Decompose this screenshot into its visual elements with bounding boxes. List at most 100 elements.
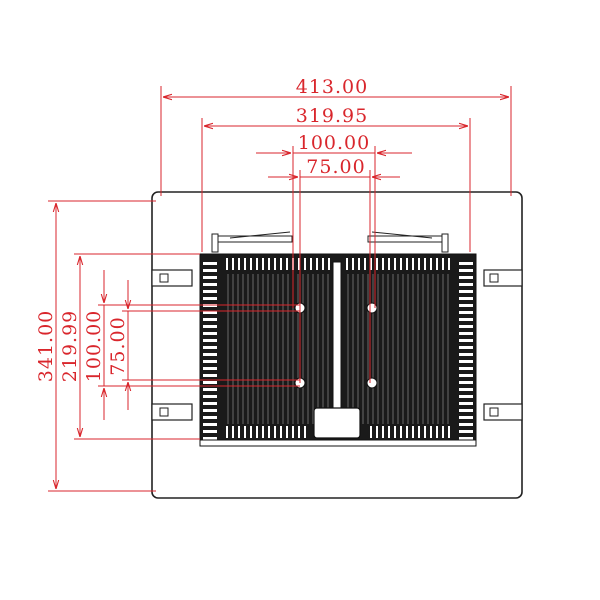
top-fin (382, 258, 384, 270)
side-fin (203, 290, 217, 293)
bottom-fin (232, 426, 234, 438)
bottom-fin (250, 426, 252, 438)
side-fin (459, 276, 473, 279)
top-fin (322, 258, 324, 270)
bottom-fin (286, 426, 288, 438)
top-fin (250, 258, 252, 270)
side-fin (459, 360, 473, 363)
bottom-fins (226, 426, 450, 438)
bottom-fin (436, 426, 438, 438)
side-fin (203, 297, 217, 300)
top-fin (316, 258, 318, 270)
bottom-fin (424, 426, 426, 438)
side-fin (459, 416, 473, 419)
dim-width-bracket: 319.95 (201, 105, 471, 252)
top-fin (352, 258, 354, 270)
side-fin (203, 437, 217, 440)
bottom-fin (382, 426, 384, 438)
dim-height-vesa-100: 100.00 (83, 270, 300, 420)
top-fin (364, 258, 366, 270)
bottom-fin (442, 426, 444, 438)
top-fin (388, 258, 390, 270)
side-fin (459, 269, 473, 272)
dim-height-vesa-75: 75.00 (107, 280, 300, 410)
bottom-fin (388, 426, 390, 438)
side-fin (203, 367, 217, 370)
side-fin (459, 437, 473, 440)
bottom-fin (394, 426, 396, 438)
side-fin (203, 360, 217, 363)
mounting-clips (151, 269, 523, 421)
top-fin (442, 258, 444, 270)
top-fin (376, 258, 378, 270)
vertical-fins (227, 274, 449, 424)
dim-label-height-overall: 341.00 (35, 310, 57, 382)
top-fin (412, 258, 414, 270)
top-fins (226, 258, 450, 270)
side-fin (203, 318, 217, 321)
side-fin (203, 416, 217, 419)
side-fin (459, 374, 473, 377)
bottom-fin (298, 426, 300, 438)
bottom-fin (418, 426, 420, 438)
top-fin (268, 258, 270, 270)
top-fin (358, 258, 360, 270)
side-fin (203, 311, 217, 314)
dim-width-vesa-75: 75.00 (268, 156, 400, 383)
side-fin (459, 311, 473, 314)
io-port-cutout (313, 407, 361, 439)
bottom-fin (226, 426, 228, 438)
side-fin (459, 409, 473, 412)
side-fin (459, 395, 473, 398)
side-fin (459, 318, 473, 321)
top-fin (262, 258, 264, 270)
side-fin (459, 423, 473, 426)
top-fin (286, 258, 288, 270)
antenna-right (367, 231, 449, 253)
bottom-fin (400, 426, 402, 438)
top-fin (430, 258, 432, 270)
dim-label-height-body: 219.99 (59, 310, 81, 382)
top-fin (256, 258, 258, 270)
side-fin (459, 304, 473, 307)
bottom-fin (238, 426, 240, 438)
dim-label-height-vesa-100: 100.00 (83, 310, 105, 382)
side-fin (203, 262, 217, 265)
top-fin (304, 258, 306, 270)
top-fin (424, 258, 426, 270)
antenna-left (211, 231, 293, 253)
bottom-fin (448, 426, 450, 438)
bottom-fin (292, 426, 294, 438)
bottom-fin (430, 426, 432, 438)
top-fin (226, 258, 228, 270)
side-fin (459, 339, 473, 342)
dim-width-overall: 413.00 (160, 76, 512, 196)
top-fin (400, 258, 402, 270)
side-fin (459, 346, 473, 349)
top-fin (346, 258, 348, 270)
bottom-fin (262, 426, 264, 438)
dim-label-width-vesa-75: 75.00 (306, 156, 365, 178)
bottom-fin (304, 426, 306, 438)
bottom-fin (412, 426, 414, 438)
bottom-fin (280, 426, 282, 438)
side-fin (203, 346, 217, 349)
side-fin (459, 402, 473, 405)
side-fin (203, 283, 217, 286)
dim-label-width-vesa-100: 100.00 (298, 132, 370, 154)
side-fin (459, 332, 473, 335)
side-fin (203, 388, 217, 391)
top-fin (232, 258, 234, 270)
side-fin (203, 269, 217, 272)
top-fin (328, 258, 330, 270)
top-fin (370, 258, 372, 270)
top-fin (406, 258, 408, 270)
dim-width-vesa-100: 100.00 (256, 132, 412, 308)
bottom-fin (376, 426, 378, 438)
top-fin (418, 258, 420, 270)
top-fin (298, 258, 300, 270)
top-fin (274, 258, 276, 270)
side-fin (203, 339, 217, 342)
side-fin (203, 353, 217, 356)
